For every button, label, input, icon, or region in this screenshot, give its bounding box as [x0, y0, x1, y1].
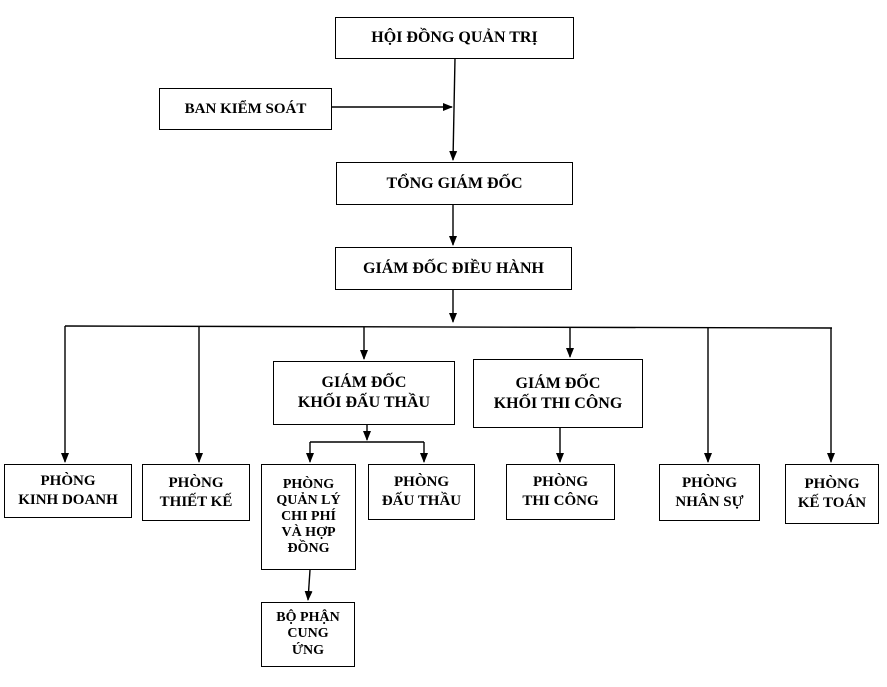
node-giam-doc-khoi-dau-thau: GIÁM ĐỐC KHỐI ĐẤU THẦU: [273, 361, 455, 425]
node-phong-dau-thau: PHÒNG ĐẤU THẦU: [368, 464, 475, 520]
node-phong-thi-cong: PHÒNG THI CÔNG: [506, 464, 615, 520]
node-phong-thiet-ke: PHÒNG THIẾT KẾ: [142, 464, 250, 521]
node-hoi-dong-quan-tri: HỘI ĐỒNG QUẢN TRỊ: [335, 17, 574, 59]
node-ban-kiem-soat: BAN KIỂM SOÁT: [159, 88, 332, 130]
node-phong-kinh-doanh: PHÒNG KINH DOANH: [4, 464, 132, 518]
node-phong-nhan-su: PHÒNG NHÂN SỰ: [659, 464, 760, 521]
node-giam-doc-dieu-hanh: GIÁM ĐỐC ĐIỀU HÀNH: [335, 247, 572, 290]
connector-qlcp-cungung: [304, 569, 313, 601]
main-bus: [64, 325, 833, 329]
node-bo-phan-cung-ung: BỘ PHẬN CUNG ỨNG: [261, 602, 355, 667]
connector-hdqt-tgd: [449, 57, 458, 161]
node-tong-giam-doc: TỔNG GIÁM ĐỐC: [336, 162, 573, 205]
node-phong-ke-toan: PHÒNG KẾ TOÁN: [785, 464, 879, 524]
node-giam-doc-khoi-thi-cong: GIÁM ĐỐC KHỐI THI CÔNG: [473, 359, 643, 428]
node-phong-quan-ly-chi-phi: PHÒNG QUẢN LÝ CHI PHÍ VÀ HỢP ĐỒNG: [261, 464, 356, 570]
